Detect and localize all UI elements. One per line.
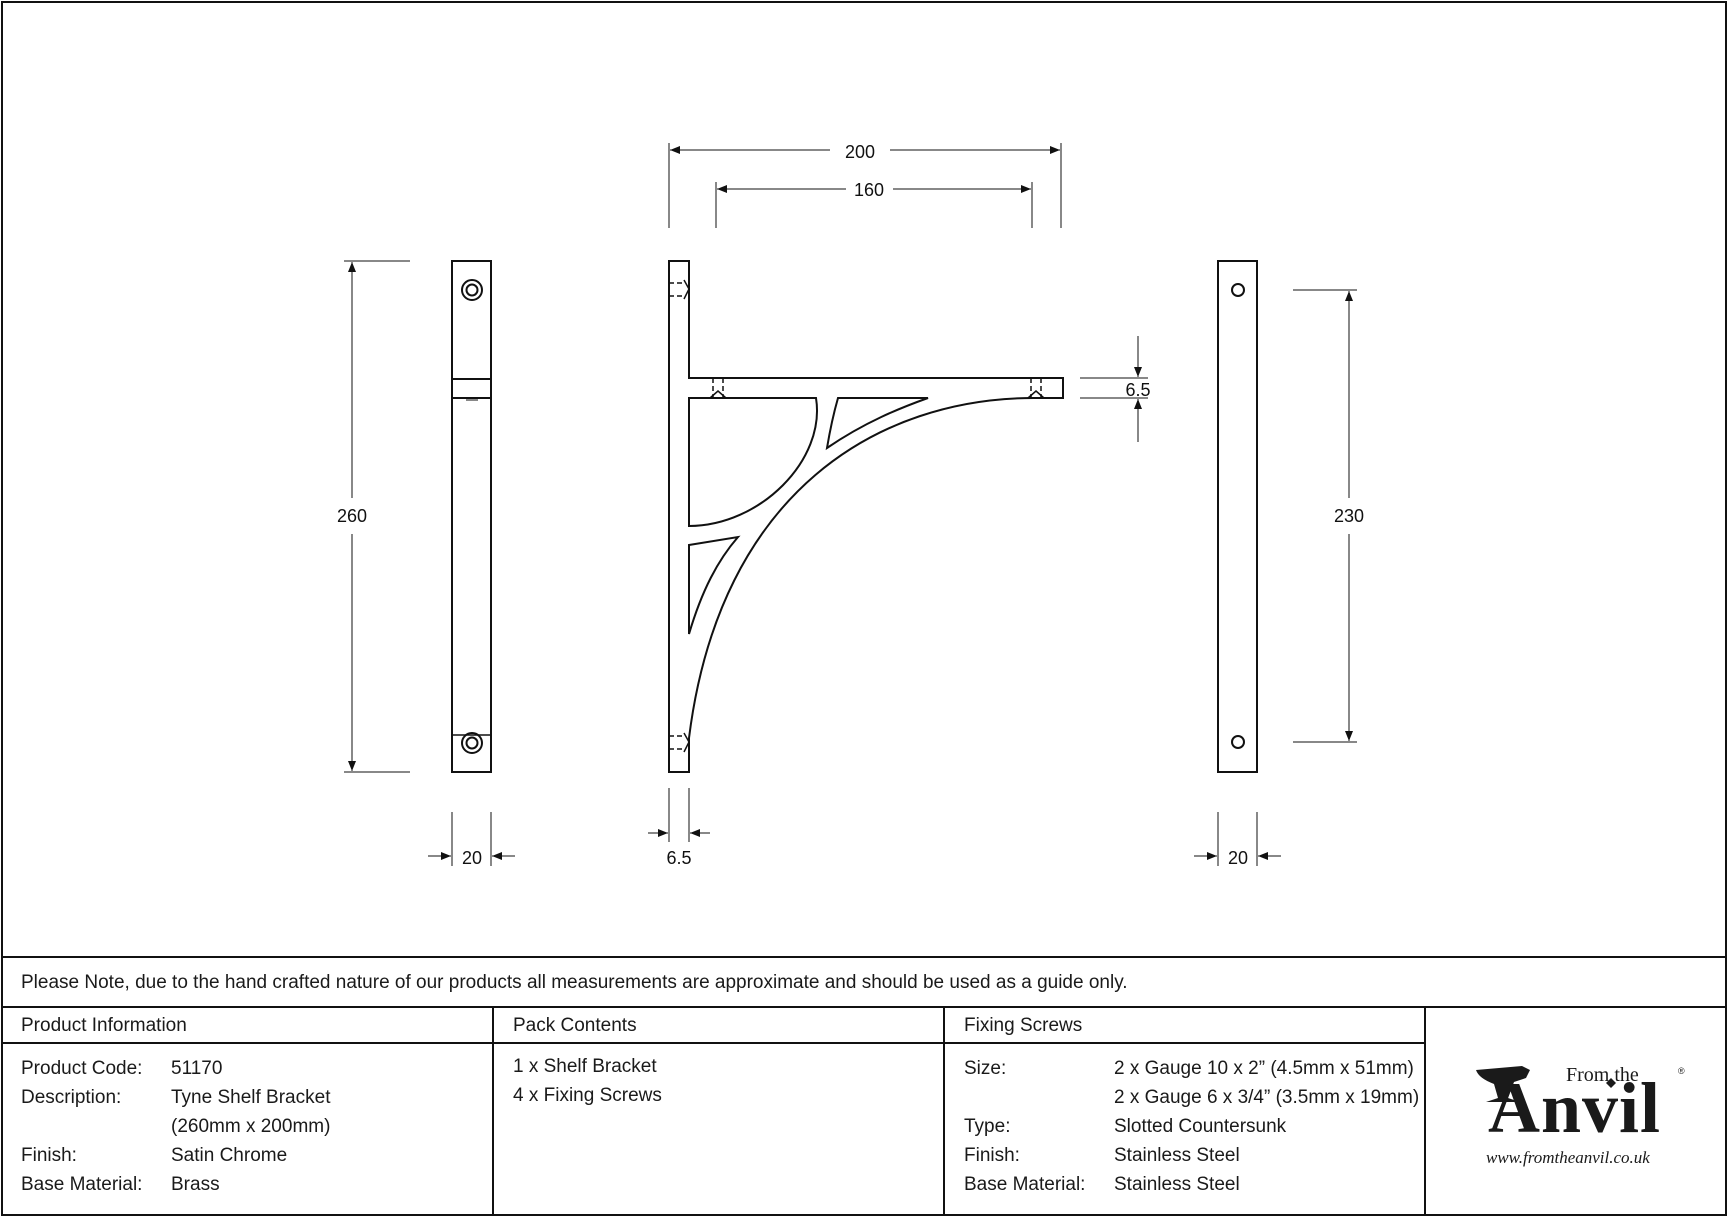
screw-base-material-row: Base Material: Stainless Steel xyxy=(964,1174,1240,1196)
dim-arm-thickness: 6.5 xyxy=(1125,380,1150,400)
cutout-upper xyxy=(688,397,819,528)
product-code-row: Product Code: 51170 xyxy=(21,1058,222,1080)
description-row: Description: Tyne Shelf Bracket xyxy=(21,1087,330,1109)
side-view-outline xyxy=(668,260,1064,773)
row-value: 2 x Gauge 10 x 2” (4.5mm x 51mm) xyxy=(1114,1058,1414,1079)
dim-plate-thickness: 6.5 xyxy=(666,848,691,868)
back-screw-hole-top xyxy=(1231,283,1245,297)
screw-type-row: Type: Slotted Countersunk xyxy=(964,1116,1286,1138)
row-label: Finish: xyxy=(964,1145,1020,1166)
product-information-panel: Product Information Product Code: 51170 D… xyxy=(2,1008,493,1216)
logo-from-the: From the xyxy=(1566,1064,1639,1086)
row-value: Stainless Steel xyxy=(1114,1145,1240,1166)
back-screw-hole-bottom xyxy=(1231,735,1245,749)
front-view-outline xyxy=(451,260,492,773)
from-the-anvil-logo: From the ® Anvil www.fromtheanvil.co.uk xyxy=(1426,1008,1726,1216)
screw-hole-top xyxy=(461,279,483,301)
row-value: 2 x Gauge 6 x 3/4” (3.5mm x 19mm) xyxy=(1114,1087,1420,1108)
dim-screw-spacing-vertical: 230 xyxy=(1334,506,1364,526)
dim-front-width: 20 xyxy=(462,848,482,868)
dim-overall-width: 200 xyxy=(845,142,875,162)
row-label: Base Material: xyxy=(21,1174,143,1195)
side-view xyxy=(668,260,1064,773)
hidden-screw-holes xyxy=(669,282,1042,750)
screw-size-row-2: 2 x Gauge 6 x 3/4” (3.5mm x 19mm) xyxy=(964,1087,1419,1109)
fixing-screws-panel: Fixing Screws Size: 2 x Gauge 10 x 2” (4.… xyxy=(945,1008,1425,1216)
technical-drawing: 200 160 6.5 260 230 20 6.5 20 xyxy=(337,142,1364,868)
logo-registered: ® xyxy=(1678,1066,1685,1076)
row-label: Finish: xyxy=(21,1145,77,1166)
dim-screw-spacing-horizontal: 160 xyxy=(854,180,884,200)
logo-brand: Anvil xyxy=(1488,1068,1662,1148)
product-information-header: Product Information xyxy=(21,1015,187,1036)
back-view xyxy=(1217,260,1258,773)
cutout-arm xyxy=(825,397,929,451)
row-label: Type: xyxy=(964,1116,1011,1137)
base-material-row: Base Material: Brass xyxy=(21,1174,220,1196)
row-value: Slotted Countersunk xyxy=(1114,1116,1287,1137)
pack-item: 4 x Fixing Screws xyxy=(513,1085,662,1106)
front-view xyxy=(451,260,492,773)
anvil-icon xyxy=(1476,1066,1616,1102)
row-label: Base Material: xyxy=(964,1174,1086,1195)
finish-row: Finish: Satin Chrome xyxy=(21,1145,287,1167)
logo-website: www.fromtheanvil.co.uk xyxy=(1486,1148,1650,1167)
measurement-note: Please Note, due to the hand crafted nat… xyxy=(2,956,1726,1008)
row-value: Satin Chrome xyxy=(171,1145,288,1166)
screw-size-row: Size: 2 x Gauge 10 x 2” (4.5mm x 51mm) xyxy=(964,1058,1414,1080)
row-label: Size: xyxy=(964,1058,1007,1079)
dim-back-width: 20 xyxy=(1228,848,1248,868)
pack-contents-panel: Pack Contents 1 x Shelf Bracket 4 x Fixi… xyxy=(494,1008,944,1216)
cutout-lower xyxy=(688,535,741,635)
back-view-outline xyxy=(1217,260,1258,773)
dim-overall-height: 260 xyxy=(337,506,367,526)
screw-hole-bottom xyxy=(461,732,483,754)
row-label: Product Code: xyxy=(21,1058,143,1079)
pack-item: 1 x Shelf Bracket xyxy=(513,1056,657,1077)
row-value: (260mm x 200mm) xyxy=(171,1116,331,1137)
measurement-note-text: Please Note, due to the hand crafted nat… xyxy=(21,972,1128,993)
description-size-row: (260mm x 200mm) xyxy=(21,1116,330,1138)
panel-divider xyxy=(943,1008,945,1216)
row-value: 51170 xyxy=(171,1058,223,1079)
row-value: Tyne Shelf Bracket xyxy=(171,1087,331,1108)
screw-finish-row: Finish: Stainless Steel xyxy=(964,1145,1240,1167)
panel-divider xyxy=(1424,1008,1426,1216)
pack-contents-header: Pack Contents xyxy=(513,1015,637,1036)
row-label: Description: xyxy=(21,1087,122,1108)
row-value: Brass xyxy=(171,1174,220,1195)
row-value: Stainless Steel xyxy=(1114,1174,1240,1195)
panel-divider xyxy=(492,1008,494,1216)
fixing-screws-header: Fixing Screws xyxy=(964,1015,1083,1036)
